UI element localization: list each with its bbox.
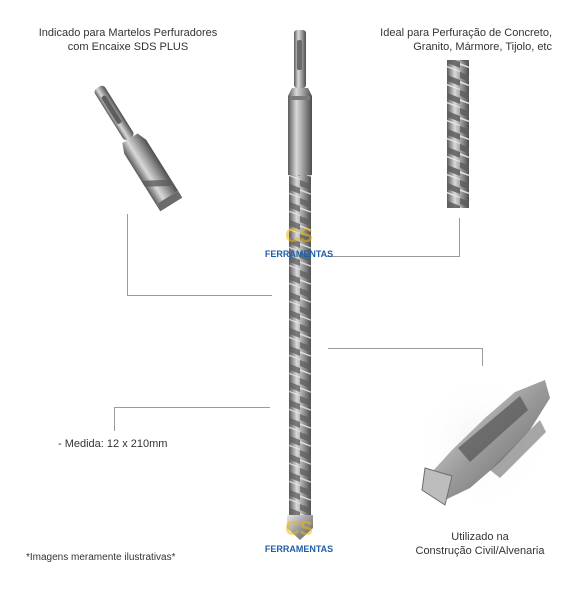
connector-shank-horizontal — [127, 295, 272, 296]
use-caption: Utilizado na Construção Civil/Alvenaria — [400, 530, 560, 558]
main-collar-ring — [290, 96, 310, 100]
size-caption: - Medida: 12 x 210mm — [58, 438, 168, 450]
shank-closeup-flute — [141, 179, 175, 187]
watermark-bottom-word: FERRAMENTAS — [265, 544, 333, 554]
watermark-bottom-letters: CS — [285, 518, 313, 540]
connector-size-vertical — [114, 407, 115, 431]
material-caption-line-2: Granito, Mármore, Tijolo, etc — [413, 41, 552, 53]
watermark-bottom: CS FERRAMENTAS — [265, 518, 333, 554]
main-drill-bit — [287, 30, 313, 540]
shank-closeup-groove — [101, 95, 122, 124]
connector-shank-vertical — [127, 214, 128, 295]
tip-closeup-flute-1 — [458, 396, 528, 462]
tip-closeup-flute-2 — [490, 420, 546, 478]
main-collar — [288, 88, 312, 175]
connector-use-horizontal — [328, 348, 482, 349]
flute-closeup — [447, 60, 469, 208]
tip-closeup-carbide — [421, 467, 453, 506]
shank-caption-line-1: Indicado para Martelos Perfuradores — [38, 27, 218, 39]
flute-closeup-spiral — [447, 60, 469, 208]
material-caption-line-1: Ideal para Perfuração de Concreto, — [380, 27, 552, 39]
shank-caption-line-2: com Encaixe SDS PLUS — [67, 41, 189, 53]
connector-use-vertical — [482, 348, 483, 366]
use-caption-line-2: Construção Civil/Alvenaria — [415, 545, 545, 557]
tip-closeup — [412, 372, 552, 512]
watermark-top: CS FERRAMENTAS — [265, 225, 333, 259]
connector-material-vertical — [459, 218, 460, 256]
main-shank-groove — [297, 40, 302, 70]
disclaimer: *Imagens meramente ilustrativas* — [26, 552, 176, 563]
watermark-top-word: FERRAMENTAS — [265, 249, 333, 259]
material-caption: Ideal para Perfuração de Concreto, Grani… — [340, 26, 552, 54]
main-carbide-tip — [287, 515, 313, 540]
watermark-top-letters: CS — [285, 225, 313, 247]
shank-closeup — [94, 85, 183, 212]
connector-size-horizontal — [114, 407, 270, 408]
shank-closeup-collar — [122, 133, 179, 205]
shank-caption: Indicado para Martelos Perfuradores com … — [18, 26, 238, 54]
shank-closeup-base — [156, 190, 183, 212]
use-caption-line-1: Utilizado na — [451, 531, 509, 543]
main-flute-spiral — [289, 175, 311, 515]
connector-material-horizontal — [326, 256, 460, 257]
